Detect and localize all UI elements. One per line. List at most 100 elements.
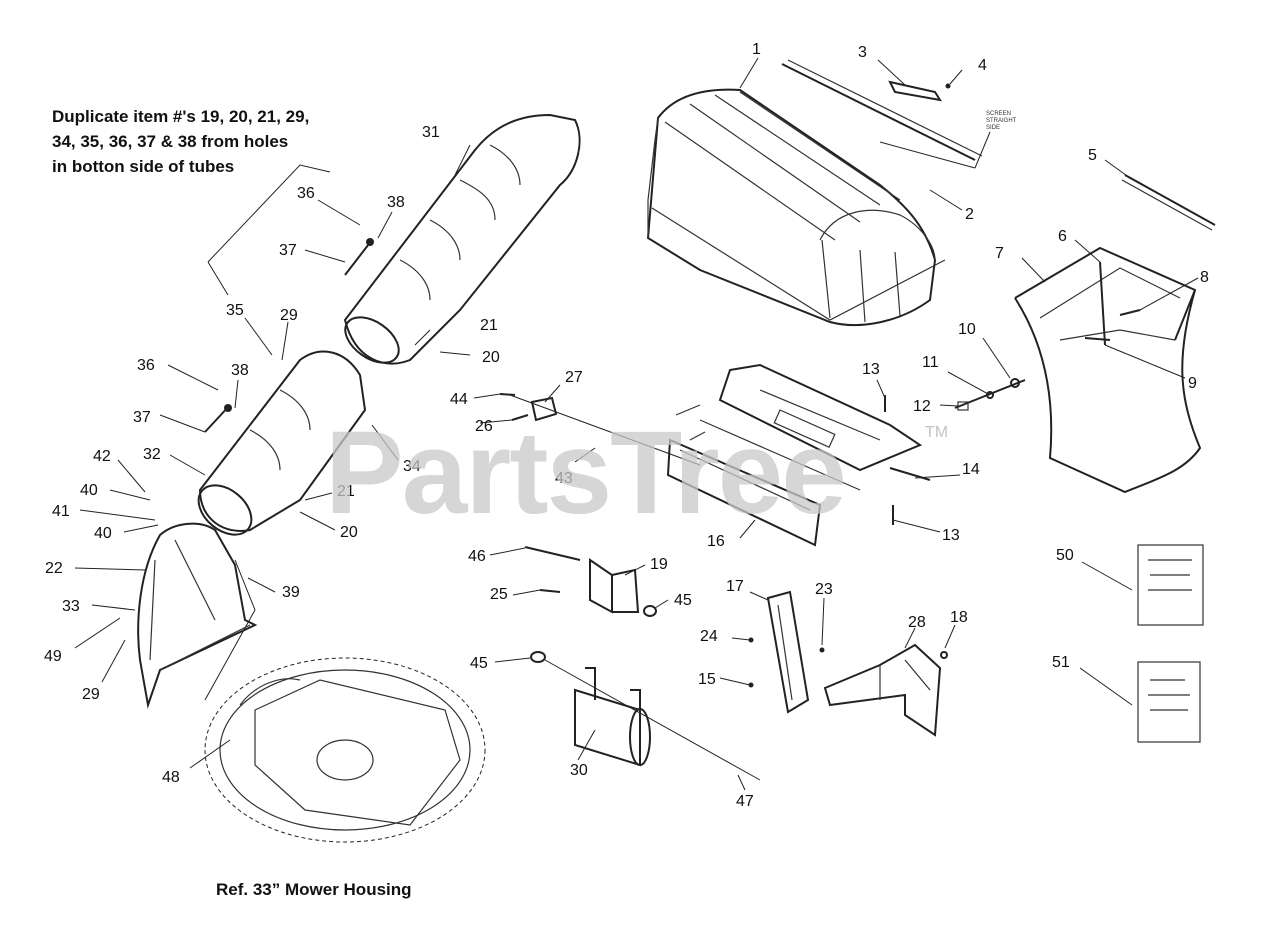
callout-35: 35 — [226, 302, 244, 319]
part-47-rod — [544, 659, 761, 781]
part-26-screw — [511, 414, 529, 421]
part-51-decal — [1137, 661, 1201, 743]
callout-41: 41 — [52, 503, 70, 520]
callout-22: 22 — [45, 560, 63, 577]
callout-28: 28 — [908, 614, 926, 631]
duplicate-items-note: Duplicate item #'s 19, 20, 21, 29, 34, 3… — [52, 107, 310, 176]
part-16-frame — [666, 363, 923, 547]
callout-29b: 29 — [82, 686, 100, 703]
callout-19: 19 — [650, 556, 668, 573]
watermark-trademark: TM — [925, 424, 949, 441]
callout-12: 12 — [913, 398, 931, 415]
callout-43: 43 — [555, 470, 573, 487]
part-2-rod — [781, 59, 983, 161]
callout-18: 18 — [950, 609, 968, 626]
part-9-handle — [1084, 337, 1111, 341]
callout-23: 23 — [815, 581, 833, 598]
callout-15: 15 — [698, 671, 716, 688]
part-3-bracket — [888, 80, 943, 102]
screen-straight-side-note: SCREEN STRAIGHT SIDE — [879, 111, 1017, 169]
part-18-nut — [940, 651, 948, 659]
leader-lines — [74, 57, 1199, 791]
part-19-bracket — [589, 558, 640, 614]
callout-38a: 38 — [387, 194, 405, 211]
part-38-37-36-latch-upper — [344, 238, 374, 276]
part-32-lower-tube — [197, 350, 367, 536]
callout-36a: 36 — [297, 185, 315, 202]
callout-14: 14 — [962, 461, 980, 478]
callout-36b: 36 — [137, 357, 155, 374]
callout-13a: 13 — [862, 361, 880, 378]
part-31-upper-tube — [343, 113, 581, 365]
callout-16: 16 — [707, 533, 725, 550]
callout-50: 50 — [1056, 547, 1074, 564]
callout-37a: 37 — [279, 242, 297, 259]
callout-31: 31 — [422, 124, 440, 141]
watermark: PartsTree — [325, 407, 847, 539]
part-22-chute — [137, 522, 258, 709]
screen-label-line-2: STRAIGHT — [986, 118, 1017, 124]
part-5-rod — [1121, 174, 1216, 231]
callout-21a: 21 — [480, 317, 498, 334]
callout-40a: 40 — [80, 482, 98, 499]
part-14-bracket — [889, 467, 931, 481]
callout-7: 7 — [995, 245, 1004, 262]
callout-1: 1 — [752, 41, 761, 58]
part-4-screw — [945, 83, 951, 89]
callout-45a: 45 — [674, 592, 692, 609]
part-44-screw — [499, 393, 516, 396]
part-46-bolt — [524, 546, 581, 561]
callout-10: 10 — [958, 321, 976, 338]
callout-40b: 40 — [94, 525, 112, 542]
callout-13b: 13 — [942, 527, 960, 544]
screen-label-line-3: SIDE — [986, 125, 1000, 131]
part-8-clip — [1119, 309, 1141, 316]
part-23-24-15-hardware — [748, 637, 825, 688]
part-38-37-36-latch-lower — [204, 404, 232, 433]
callout-29a: 29 — [280, 307, 298, 324]
callout-9: 9 — [1188, 375, 1197, 392]
callout-2: 2 — [965, 206, 974, 223]
callout-5: 5 — [1088, 147, 1097, 164]
callout-20b: 20 — [340, 524, 358, 541]
callout-37b: 37 — [133, 409, 151, 426]
callout-47: 47 — [736, 793, 754, 810]
mower-housing-caption: Ref. 33” Mower Housing — [216, 880, 412, 899]
callout-45b: 45 — [470, 655, 488, 672]
part-27-bracket — [530, 396, 558, 422]
callout-26: 26 — [475, 418, 493, 435]
part-6-strap — [1099, 261, 1106, 346]
callout-32: 32 — [143, 446, 161, 463]
part-50-decal — [1137, 544, 1204, 626]
part-30-weight — [574, 667, 651, 767]
part-1-lid — [646, 88, 946, 327]
callout-25: 25 — [490, 586, 508, 603]
callout-44: 44 — [450, 391, 468, 408]
callout-17: 17 — [726, 578, 744, 595]
screen-label-line-1: SCREEN — [986, 111, 1011, 117]
part-45-knobs — [530, 605, 657, 663]
part-48-mower-housing — [204, 657, 486, 843]
callout-48: 48 — [162, 769, 180, 786]
callout-numbers: 1 2 3 4 5 6 7 8 9 10 11 12 13 13 14 15 1… — [44, 41, 1209, 810]
callout-20a: 20 — [482, 349, 500, 366]
callout-33: 33 — [62, 598, 80, 615]
callout-34: 34 — [403, 458, 421, 475]
callout-11: 11 — [922, 354, 939, 371]
callout-46: 46 — [468, 548, 486, 565]
part-7-bag — [1014, 246, 1202, 494]
callout-3: 3 — [858, 44, 867, 61]
callout-38b: 38 — [231, 362, 249, 379]
part-17-bracket — [766, 590, 810, 714]
callout-4: 4 — [978, 57, 987, 74]
callout-49: 49 — [44, 648, 62, 665]
callout-27: 27 — [565, 369, 583, 386]
callout-51: 51 — [1052, 654, 1070, 671]
callout-39: 39 — [282, 584, 300, 601]
part-43-rod — [509, 394, 701, 466]
callout-42: 42 — [93, 448, 111, 465]
part-25-bolt — [539, 589, 561, 593]
callout-30: 30 — [570, 762, 588, 779]
part-28-bracket — [823, 643, 942, 737]
